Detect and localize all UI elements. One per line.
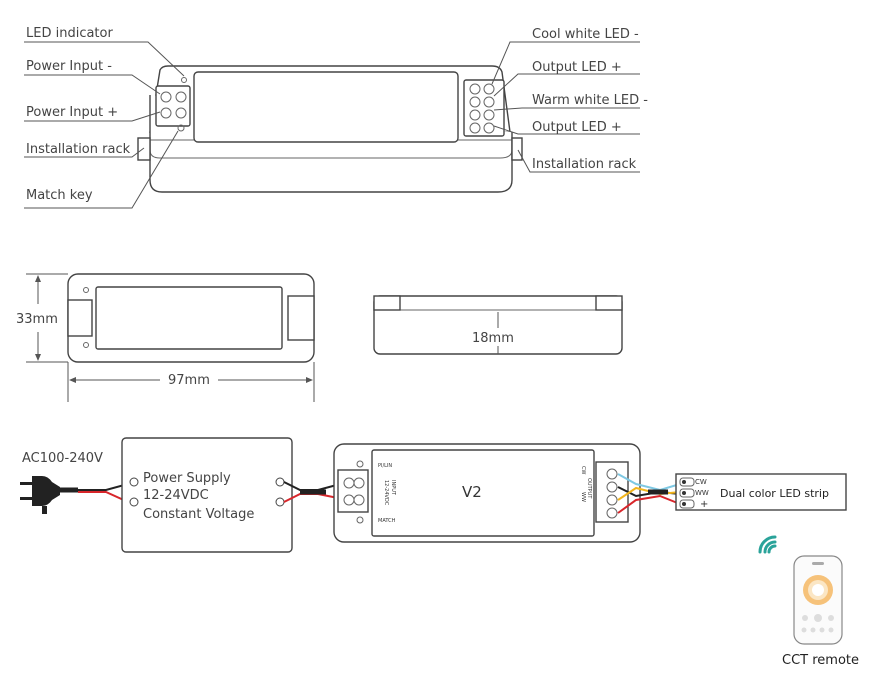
callout-output-led-plus-2: Output LED + (532, 120, 622, 135)
remote-label: CCT remote (782, 653, 859, 668)
psu-line3: Constant Voltage (143, 507, 254, 522)
left-callout-lines (24, 41, 185, 209)
remote-icon (793, 555, 843, 645)
controller-pilin: PI/LIN (378, 463, 392, 469)
controller-input: INPUT (390, 480, 396, 496)
callout-warm-white-led-minus: Warm white LED - (532, 93, 648, 108)
dimension-depth: 18mm (472, 331, 514, 346)
controller-match: MATCH (378, 518, 396, 524)
strip-cw: CW (695, 478, 707, 486)
callout-power-input-plus: Power Input + (26, 105, 118, 120)
callout-output-led-plus-1: Output LED + (532, 60, 622, 75)
strip-plus: + (700, 499, 708, 510)
strip-label: Dual color LED strip (720, 487, 829, 500)
output-wire-blue (617, 473, 681, 492)
callout-cool-white-led-minus: Cool white LED - (532, 27, 639, 42)
callout-installation-rack-left: Installation rack (26, 142, 131, 157)
dimension-height: 33mm (16, 312, 58, 327)
dimension-front-view (26, 273, 315, 402)
callout-match-key: Match key (26, 188, 93, 203)
strip-ww: WW (695, 489, 709, 497)
dimension-side-view (373, 295, 623, 355)
dimension-width: 97mm (168, 373, 210, 388)
controller-input-voltage: 12-24VDC (383, 480, 389, 506)
ac-wire-black (78, 483, 129, 491)
callout-power-input-minus: Power Input - (26, 59, 112, 74)
controller-term-ww: WW (580, 492, 586, 502)
controller-term-cw: CW (580, 466, 586, 474)
callout-led-indicator: LED indicator (26, 26, 113, 41)
ac-wire-red (78, 491, 129, 503)
wifi-icon (758, 535, 777, 554)
led-strip-box (675, 473, 847, 511)
ac-voltage-label: AC100-240V (22, 451, 103, 466)
output-wire-red (617, 494, 681, 514)
psu-line2: 12-24VDC (143, 488, 209, 503)
psu-line1: Power Supply (143, 471, 231, 486)
controller-v2 (333, 443, 641, 543)
plug-icon (20, 476, 78, 514)
right-callout-lines (491, 41, 640, 173)
callout-installation-rack-right: Installation rack (532, 157, 637, 172)
controller-output: OUTPUT (586, 478, 592, 499)
power-supply-box (121, 437, 293, 553)
controller-3d-view (137, 65, 523, 193)
controller-model: V2 (462, 483, 482, 501)
